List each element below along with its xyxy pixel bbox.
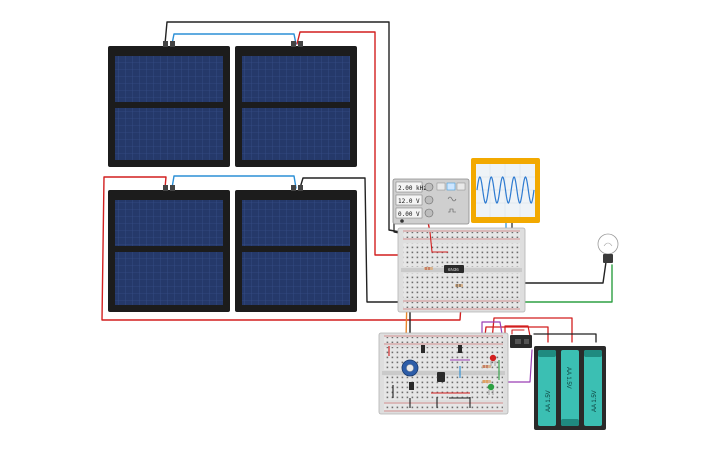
amplitude-value: 12.0 V: [398, 198, 420, 205]
battery-cell-2: AA 1.5V: [561, 350, 579, 426]
offset-knob[interactable]: [424, 208, 434, 218]
wire-black-battery: [533, 333, 597, 343]
resistor-bottom-2[interactable]: [482, 380, 491, 383]
square-icon: [448, 208, 456, 213]
capacitor[interactable]: [409, 382, 414, 390]
diode-1[interactable]: [421, 345, 425, 353]
triangle-wave-button[interactable]: [456, 182, 466, 191]
wire-blue-top-panels: [171, 33, 297, 45]
diode-2[interactable]: [458, 345, 462, 353]
wire-black-top-panels: [164, 21, 401, 233]
ic-chip-label: 6N36: [448, 267, 459, 272]
bulb-glass: [597, 233, 619, 255]
solar-panel-bottom-left[interactable]: [108, 185, 230, 312]
potentiometer[interactable]: [401, 359, 419, 377]
battery-cell-1: AA 1.5V: [538, 350, 556, 426]
bulb-base: [603, 254, 613, 263]
wire-red-relay-2: [511, 329, 525, 335]
battery-cell-2-label: AA 1.5V: [565, 367, 571, 389]
amplitude-display: [395, 194, 423, 206]
power-button[interactable]: [400, 219, 404, 223]
offset-value: 0.00 V: [398, 211, 420, 218]
solar-panel-bottom-right[interactable]: [235, 185, 357, 312]
bulb-filament: [603, 242, 613, 247]
battery-cell-3: AA 1.5V: [584, 350, 602, 426]
relay-module[interactable]: [510, 335, 532, 348]
oscilloscope[interactable]: [471, 158, 540, 223]
wire-red-top-panels: [296, 31, 402, 256]
battery-pack[interactable]: AA 1.5V AA 1.5V AA 1.5V: [534, 346, 606, 430]
led-red[interactable]: [489, 354, 497, 366]
amplitude-knob[interactable]: [424, 195, 434, 205]
offset-display: [395, 207, 423, 219]
led-green[interactable]: [487, 383, 495, 395]
wire-red-battery-2: [491, 317, 573, 343]
bottom-board-jumpers: [388, 346, 500, 408]
sine-wave-button[interactable]: [446, 182, 456, 191]
solar-panel-top-right[interactable]: [235, 41, 357, 167]
wire-red-relay: [504, 325, 531, 337]
ic-chip[interactable]: 6N36: [444, 265, 464, 273]
sine-icon: [447, 196, 457, 202]
frequency-value: 2.00 kHz: [398, 185, 427, 192]
battery-cell-3-label: AA 1.5V: [592, 390, 598, 412]
solar-panel-top-left[interactable]: [108, 41, 230, 167]
resistor-top-1[interactable]: [424, 267, 433, 270]
resistor-top-2[interactable]: [455, 284, 463, 287]
function-generator[interactable]: 2.00 kHz 12.0 V 0.00 V: [392, 178, 470, 225]
light-bulb[interactable]: [597, 233, 619, 263]
battery-cell-1-label: AA 1.5V: [546, 390, 552, 412]
transistor[interactable]: [437, 372, 445, 382]
frequency-display: [395, 181, 423, 193]
frequency-knob[interactable]: [424, 182, 434, 192]
square-wave-button[interactable]: [436, 182, 446, 191]
resistor-bottom-1[interactable]: [482, 365, 491, 368]
wire-short-red: [429, 231, 448, 253]
wire-red-bottom-panels: [101, 176, 463, 321]
sine-wave-trace: [476, 176, 535, 204]
wire-blue-bottom-panels: [171, 175, 297, 189]
